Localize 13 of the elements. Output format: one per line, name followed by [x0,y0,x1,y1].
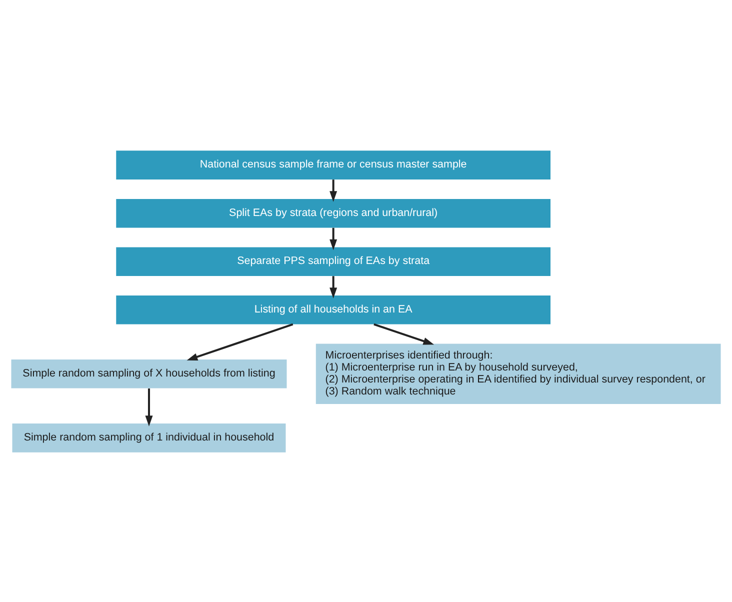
arrow [330,276,338,298]
arrow [330,227,338,250]
node-box: Split EAs by strata (regions and urban/rural) [116,198,550,228]
node-box: National census sample frame or census master sample [116,150,550,179]
arrow [374,322,434,344]
node-box: Simple random sampling of X households from listing [11,358,287,388]
node-box: Listing of all households in an EA [116,294,550,324]
node-box: Simple random sampling of 1 individual in household [12,423,286,452]
arrow [186,322,294,360]
node-box: Microenterprises identified through: (1) Microenterprise run in EA by household surveyed, (2) Microenterprise operating in EA identified by individual survey respondent, or (3) Random walk technique [316,343,721,404]
arrow [330,179,338,202]
arrow [145,388,153,426]
node-box: Separate PPS sampling of EAs by strata [116,246,550,276]
